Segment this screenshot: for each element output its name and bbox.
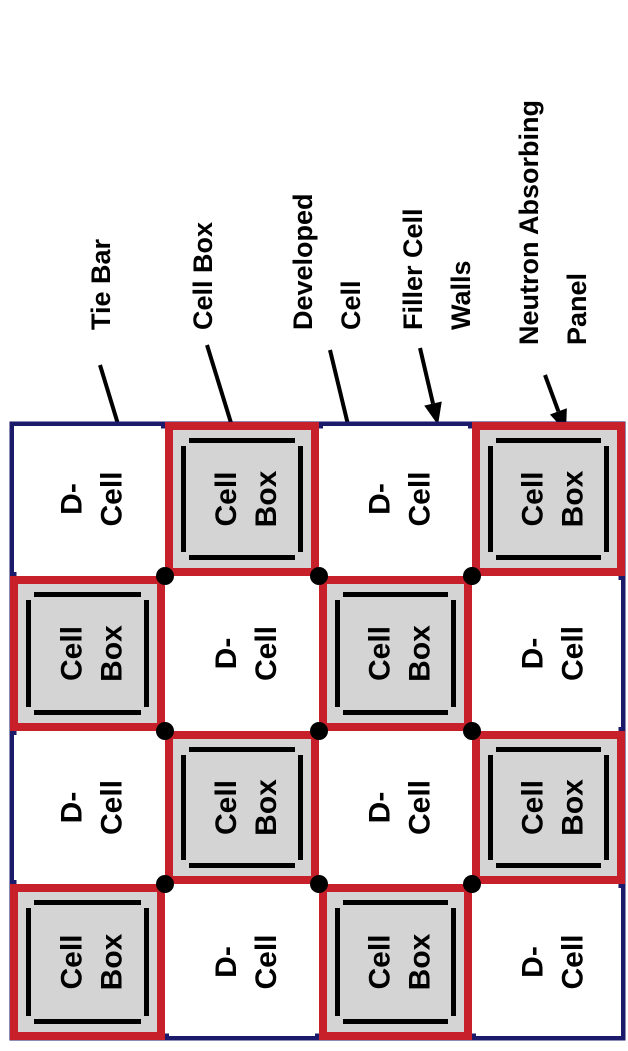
neutron-absorbing-panel (496, 438, 601, 443)
tie-bar-dot (156, 567, 174, 585)
neutron-absorbing-panel (34, 1019, 141, 1024)
developed-cell-label: D-Cell (210, 934, 283, 989)
neutron-absorbing-panel (496, 863, 601, 868)
developed-cell: D-Cell (169, 888, 315, 1036)
neutron-absorbing-panel (144, 908, 149, 1016)
neutron-absorbing-panel (34, 710, 141, 715)
developed-cell-label: D-Cell (517, 626, 590, 681)
neutron-absorbing-panel (335, 908, 340, 1016)
neutron-absorbing-panel (343, 1019, 448, 1024)
neutron-absorbing-panel (496, 555, 601, 560)
developed-cell-area (169, 580, 315, 727)
developed-cell: D-Cell (476, 580, 621, 727)
tie-bar-dot (156, 722, 174, 740)
neutron-absorbing-panel (34, 900, 141, 905)
tie-bar-dot (463, 567, 481, 585)
cell-box-wall (165, 731, 319, 884)
neutron-absorbing-panel (451, 908, 456, 1016)
developed-cell-label: D-Cell (56, 471, 129, 526)
developed-cell-label: D-Cell (517, 934, 590, 989)
developed-cell-area (169, 888, 315, 1036)
neutron-absorbing-panel (26, 600, 31, 707)
developed-cell-area (14, 426, 161, 572)
cell-box-wall (165, 422, 319, 576)
developed-cell-label: D-Cell (56, 780, 129, 835)
developed-cell: D-Cell (14, 735, 161, 880)
cell-box-wall (472, 422, 625, 576)
developed-cell: D-Cell (323, 735, 468, 880)
neutron-absorbing-panel (298, 446, 303, 552)
tie-bar-dot (310, 722, 328, 740)
neutron-absorbing-panel (496, 747, 601, 752)
neutron-absorbing-panel (604, 755, 609, 860)
callout-cell-box: Cell Box (188, 222, 218, 330)
neutron-absorbing-panel (181, 755, 186, 860)
neutron-absorbing-panel (604, 446, 609, 552)
cell-box-wall (10, 884, 165, 1040)
cell-box-wall (319, 576, 472, 731)
neutron-absorbing-panel (189, 555, 295, 560)
developed-cell: D-Cell (169, 580, 315, 727)
neutron-absorbing-panel (189, 863, 295, 868)
neutron-absorbing-panel (343, 592, 448, 597)
tie-bar-dot (463, 722, 481, 740)
neutron-absorbing-panel (343, 900, 448, 905)
neutron-absorbing-panel (488, 755, 493, 860)
developed-cell-area (323, 735, 468, 880)
neutron-absorbing-panel (144, 600, 149, 707)
neutron-absorbing-panel (189, 747, 295, 752)
developed-cell: D-Cell (476, 888, 621, 1036)
developed-cell-area (476, 580, 621, 727)
developed-cell-label: D-Cell (364, 780, 437, 835)
cell-box-wall (10, 576, 165, 731)
neutron-absorbing-panel (26, 908, 31, 1016)
tie-bar-dot (463, 875, 481, 893)
tie-bar-dot (310, 875, 328, 893)
developed-cell-area (476, 888, 621, 1036)
developed-cell-area (323, 426, 468, 572)
neutron-absorbing-panel (335, 600, 340, 707)
filler-cell-walls-arrow (418, 347, 442, 425)
tie-bar-dot (156, 875, 174, 893)
neutron-absorbing-panel (181, 446, 186, 552)
tie-bar-dot (310, 567, 328, 585)
developed-cell: D-Cell (14, 426, 161, 572)
neutron-absorbing-panel (488, 446, 493, 552)
neutron-absorbing-panel (343, 710, 448, 715)
developed-cell: D-Cell (323, 426, 468, 572)
cell-box-wall (472, 731, 625, 884)
neutron-absorbing-panel (451, 600, 456, 707)
neutron-absorbing-panel (298, 755, 303, 860)
callout-tie-bar: Tie Bar (86, 238, 116, 330)
neutron-absorbing-panel (189, 438, 295, 443)
neutron-absorbing-panel (34, 592, 141, 597)
developed-cell-label: D-Cell (210, 626, 283, 681)
developed-cell-area (14, 735, 161, 880)
developed-cell-label: D-Cell (364, 471, 437, 526)
cell-box-wall (319, 884, 472, 1040)
